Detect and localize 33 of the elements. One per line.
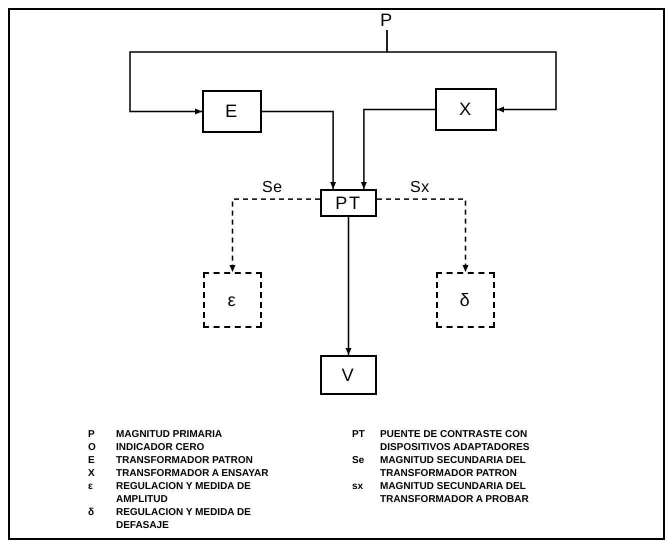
legend-symbol: sx (352, 480, 364, 494)
block-box: V (320, 355, 377, 395)
legend-symbol: Se (352, 454, 366, 468)
legend-description: MAGNITUD SECUNDARIA DEL TRANSFORMADOR A PROBAR (380, 480, 530, 506)
block-box: E (202, 90, 262, 133)
edge-label: Se (262, 178, 282, 198)
legend-symbol: O (88, 441, 97, 454)
legend-symbol: PT (352, 428, 366, 442)
dashed-block-box: δ (436, 272, 495, 328)
legend-symbol: δ (88, 506, 96, 520)
dashed-connector (230, 198, 320, 272)
dashed-block-box: ε (203, 272, 262, 328)
legend-description: INDICADOR CERO (116, 441, 204, 454)
legend-description: PUENTE DE CONTRASTE CON DISPOSITIVOS ADAPTADORES (380, 428, 530, 454)
connector-arrow (360, 108, 435, 189)
legend-description: MAGNITUD SECUNDARIA DEL TRANSFORMADOR PATRON (380, 454, 527, 480)
legend-description: REGULACION Y MEDIDA DE AMPLITUD (116, 480, 252, 506)
connector-arrow (262, 110, 336, 189)
edge-label: Sx (410, 178, 430, 198)
connector-arrow (386, 30, 557, 112)
block-box: PT (320, 189, 377, 217)
connector-arrow (346, 217, 352, 355)
legend-symbol: E (88, 454, 96, 467)
input-label: P (378, 10, 396, 30)
block-box: X (435, 88, 497, 131)
dashed-connector (377, 198, 468, 272)
legend-description: REGULACION Y MEDIDA DE DEFASAJE (116, 506, 252, 532)
legend-symbol: X (88, 467, 96, 480)
legend-symbol: P (88, 428, 96, 441)
legend-symbol: ε (88, 480, 94, 494)
legend-description: TRANSFORMADOR PATRON (116, 454, 253, 467)
legend-description: MAGNITUD PRIMARIA (116, 428, 222, 441)
legend-description: TRANSFORMADOR A ENSAYAR (116, 467, 268, 480)
